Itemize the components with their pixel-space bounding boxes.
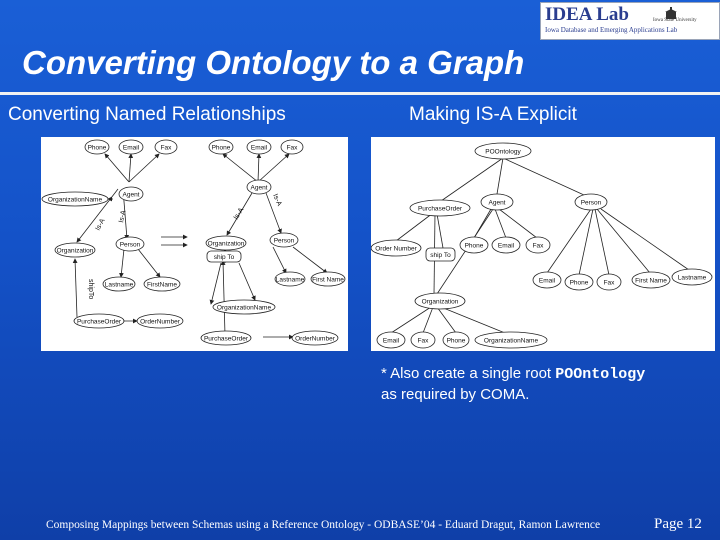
node-ordernumber-mid: OrderNumber — [295, 336, 336, 343]
node-phone-person: Phone — [570, 280, 589, 287]
node-firstname: First Name — [635, 278, 667, 285]
page-number: Page 12 — [654, 516, 702, 532]
node-firstname-left: FirstName — [147, 282, 177, 289]
footer-citation: Composing Mappings between Schemas using… — [46, 519, 601, 531]
node-fax-person: Fax — [604, 280, 616, 287]
node-agent: Agent — [489, 200, 506, 207]
edge-label-shipto: shipTo — [87, 279, 94, 299]
logo-university: Iowa State University — [653, 18, 697, 23]
slide-title: Converting Ontology to a Graph — [22, 44, 525, 81]
node-email-mid: Email — [251, 145, 268, 152]
node-email-agent: Email — [498, 243, 515, 250]
idea-lab-logo: IDEA Lab Iowa State University Iowa Data… — [540, 2, 720, 40]
left-subtitle: Converting Named Relationships — [8, 104, 286, 125]
logo-subtitle: Iowa Database and Emerging Applications … — [545, 26, 678, 34]
title-divider — [0, 92, 720, 95]
edge-label-isa-2: Is-A — [118, 209, 128, 223]
logo-title: IDEA Lab — [545, 4, 629, 25]
node-lastname-mid: Lastname — [276, 277, 305, 284]
node-lastname: Lastname — [678, 275, 707, 282]
node-phone-left: Phone — [88, 145, 107, 152]
edge-label-isa-4: Is-A — [271, 193, 283, 208]
node-person: Person — [581, 200, 602, 207]
node-shipto: ship To — [430, 252, 451, 259]
node-ordernumber-left: OrderNumber — [140, 319, 181, 326]
note-line-1: * Also create a single root — [381, 365, 552, 382]
node-fax-mid: Fax — [287, 145, 299, 152]
node-purchaseorder: PurchaseOrder — [418, 206, 463, 213]
node-orgname-mid: OrganizationName — [217, 305, 272, 312]
node-organization: Organization — [422, 299, 459, 306]
node-fax-left: Fax — [161, 145, 173, 152]
note-code: POOntology — [555, 366, 646, 383]
node-fax-agent: Fax — [533, 243, 545, 250]
node-ordernumber: Order Number — [375, 246, 417, 253]
named-relationships-diagram: Phone Email Fax Agent OrganizationName O… — [41, 137, 348, 351]
node-purchaseorder-left: PurchaseOrder — [77, 319, 122, 326]
node-purchaseorder-mid: PurchaseOrder — [204, 336, 249, 343]
edge-label-isa-3: Is-A — [233, 207, 246, 222]
node-person-left: Person — [120, 242, 141, 249]
node-agent-left: Agent — [123, 192, 140, 199]
node-phone-mid: Phone — [212, 145, 231, 152]
building-icon — [665, 7, 677, 19]
node-email-left: Email — [123, 145, 140, 152]
node-phone-org: Phone — [447, 338, 466, 345]
node-organization-left: Organization — [57, 248, 94, 255]
coma-note: * Also create a single root POOntology a… — [381, 364, 645, 405]
edge-label-isa-1: Is-A — [95, 217, 107, 232]
node-poontology: POOntology — [485, 149, 521, 156]
node-fax-org: Fax — [418, 338, 430, 345]
node-agent-mid: Agent — [251, 185, 268, 192]
note-line-2: as required by COMA. — [381, 386, 530, 403]
node-email-person: Email — [539, 278, 556, 285]
node-shipto-mid: ship To — [214, 254, 235, 261]
is-a-explicit-diagram: POOntology PurchaseOrder Agent Person Or… — [371, 137, 715, 351]
node-firstname-mid: First Name — [312, 277, 344, 284]
node-orgname: OrganizationName — [484, 338, 539, 345]
node-organization-mid: Organization — [208, 241, 245, 248]
node-orgname-left: OrganizationName — [48, 197, 103, 204]
node-email-org: Email — [383, 338, 400, 345]
right-subtitle: Making IS-A Explicit — [409, 104, 577, 125]
node-phone-agent: Phone — [465, 243, 484, 250]
node-lastname-left: Lastname — [105, 282, 134, 289]
node-person-mid: Person — [274, 238, 295, 245]
